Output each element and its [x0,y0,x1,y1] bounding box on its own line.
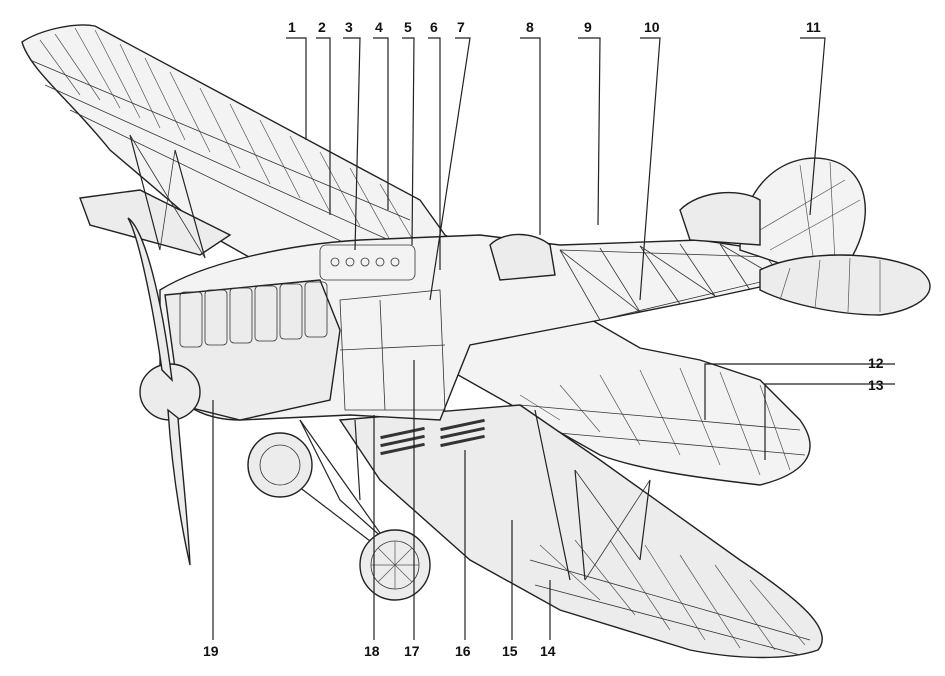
radiator [319,244,416,281]
engine-cylinders [179,281,328,348]
left-wheel [247,432,313,498]
callout-13: 13 [868,377,884,393]
leader-lines [212,37,895,640]
callout-3: 3 [345,19,353,35]
callout-6: 6 [430,19,438,35]
callout-14: 14 [540,643,556,659]
interplane-struts [129,134,651,581]
callout-16: 16 [455,643,471,659]
propeller [127,217,191,566]
callout-5: 5 [404,19,412,35]
callout-10: 10 [644,19,660,35]
callout-8: 8 [526,19,534,35]
lower-wing-ribs [529,539,811,656]
callout-19: 19 [203,643,219,659]
upper-wing-ribs [29,27,421,261]
callout-1: 1 [288,19,296,35]
callout-9: 9 [584,19,592,35]
upper-wing-right-ribs [519,367,806,476]
callout-11: 11 [806,19,821,35]
callout-18: 18 [364,643,380,659]
callout-2: 2 [318,19,326,35]
callout-15: 15 [502,643,518,659]
callout-7: 7 [457,19,465,35]
tail-assembly [679,157,931,316]
callout-labels: 1 2 3 4 5 6 7 8 9 10 11 12 13 19 18 17 1… [203,19,884,659]
callout-12: 12 [868,355,884,371]
callout-17: 17 [404,643,420,659]
callout-4: 4 [375,19,383,35]
landing-gear [247,419,431,601]
